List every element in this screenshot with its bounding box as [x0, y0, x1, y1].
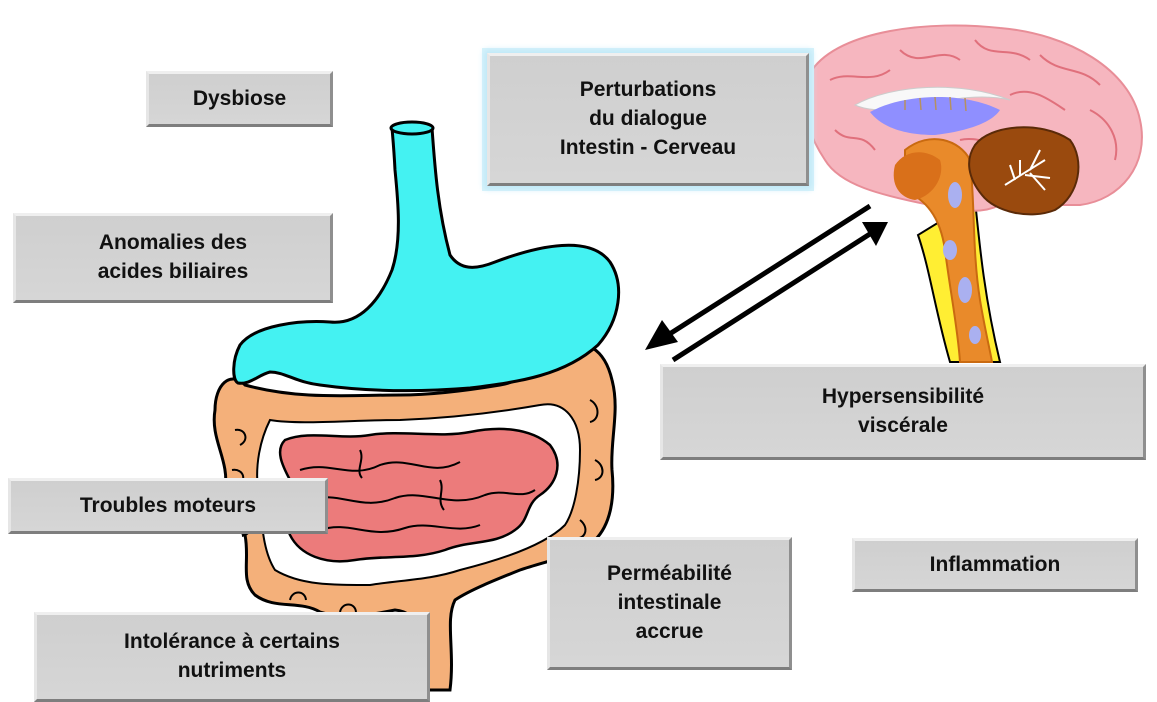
label-inflammation: Inflammation: [852, 538, 1138, 592]
esophagus-opening: [391, 122, 433, 134]
label-perturbations-dialogue: Perturbations du dialogue Intestin - Cer…: [487, 53, 809, 186]
label-dysbiose: Dysbiose: [146, 71, 333, 127]
label-intolerance-nutriments: Intolérance à certains nutriments: [34, 612, 430, 702]
label-permeabilite-intestinale: Perméabilité intestinale accrue: [547, 537, 792, 670]
brain-sagittal-icon: [805, 25, 1142, 362]
label-hypersensibilite-viscerale: Hypersensibilité viscérale: [660, 364, 1146, 460]
bidirectional-arrows-icon: [645, 206, 888, 360]
label-troubles-moteurs: Troubles moteurs: [8, 478, 328, 534]
label-anomalies-acides-biliaires: Anomalies des acides biliaires: [13, 213, 333, 303]
